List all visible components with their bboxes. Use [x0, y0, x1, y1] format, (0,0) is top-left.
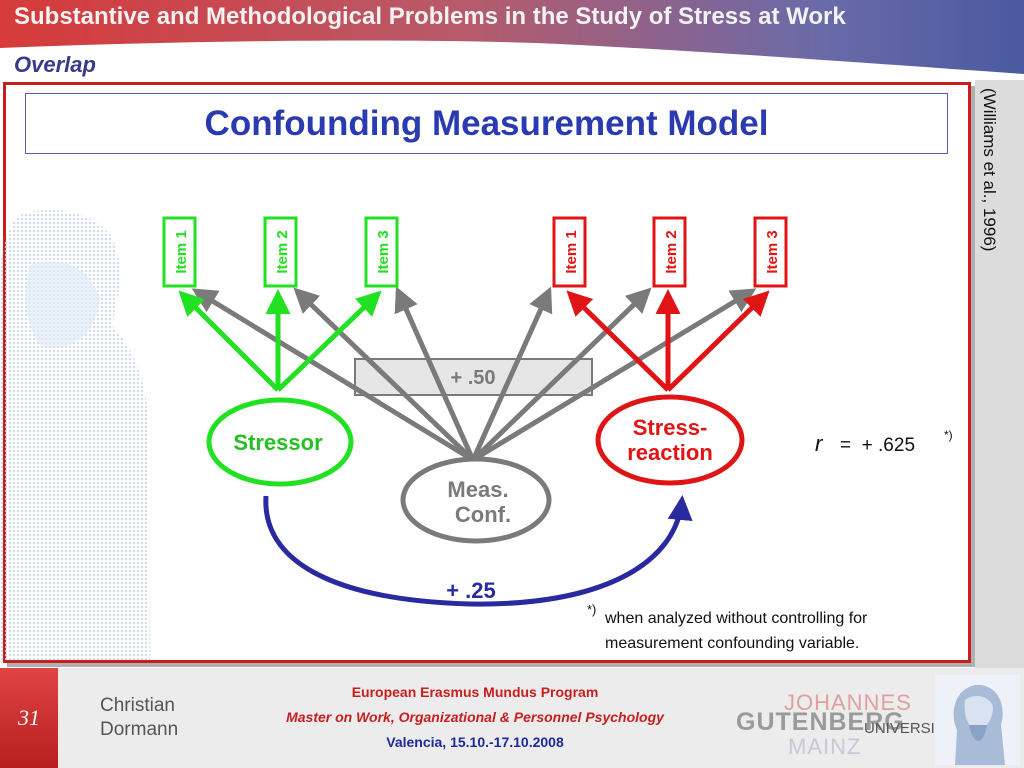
header-subtitle: Overlap	[14, 52, 96, 77]
stress-reaction-label-line2: reaction	[627, 440, 713, 465]
author-name: Christian Dormann	[100, 694, 178, 742]
side-band	[975, 80, 1024, 668]
path-coefficient-label: + .25	[446, 578, 496, 603]
stress-reaction-label-line1: Stress-	[633, 415, 708, 440]
stressor-item-2-label: Item 2	[274, 230, 291, 273]
reaction-items: Item 1 Item 2 Item 3	[552, 216, 788, 288]
correlation-footnote-mark: *)	[944, 428, 953, 442]
author-line1: Christian	[100, 695, 175, 716]
footnote-line1: when analyzed without controlling for	[605, 610, 868, 627]
stressor-item-1-box	[162, 216, 197, 288]
reaction-item-2-label: Item 2	[663, 230, 680, 273]
measurement-confound-label-line2: Conf.	[455, 502, 511, 527]
stressor-item-2-box	[263, 216, 298, 288]
stressor-arrow-item-1	[178, 290, 280, 392]
reaction-arrow-item-1	[566, 290, 670, 392]
reaction-arrows	[566, 289, 770, 392]
stressor-item-3-box	[364, 216, 399, 288]
confound-arrow-reaction-item-2	[471, 287, 652, 462]
correlation-value: = + .625	[840, 435, 915, 456]
stressor-arrow-item-3	[276, 290, 382, 392]
statue-background-image	[0, 210, 150, 660]
reaction-item-1-label: Item 1	[563, 230, 580, 273]
gutenberg-portrait-icon	[935, 675, 1020, 765]
stressor-node-label: Stressor	[233, 430, 323, 455]
reaction-item-3-label: Item 3	[764, 230, 781, 273]
reaction-item-3-box	[753, 216, 788, 288]
stress-reaction-node	[595, 394, 745, 486]
slide-header: Substantive and Methodological Problems …	[0, 0, 1024, 80]
reaction-item-1-box	[552, 216, 587, 288]
confound-arrow-stressor-item-2	[293, 287, 475, 462]
slide-title-box: Confounding Measurement Model	[25, 93, 948, 154]
confound-loading-label: + .50	[450, 367, 495, 389]
confound-arrows	[191, 286, 757, 463]
stressor-item-3-label: Item 3	[375, 230, 392, 273]
logo-line1: JOHANNES	[784, 690, 912, 715]
reaction-arrow-item-3	[666, 290, 770, 392]
university-logo: JOHANNES GUTENBERG UNIVERSITÄT MAINZ	[736, 690, 963, 760]
confound-arrow-reaction-item-1	[470, 286, 553, 462]
reaction-item-2-box	[652, 216, 687, 288]
logo-line2: GUTENBERG	[736, 708, 905, 736]
program-line1: European Erasmus Mundus Program	[351, 684, 599, 700]
page-number: 31	[0, 668, 58, 768]
confound-arrow-reaction-item-3	[471, 288, 757, 463]
stressor-items: Item 1 Item 2 Item 3	[162, 216, 399, 288]
slide-footer	[0, 668, 1024, 768]
program-line3: Valencia, 15.10.-17.10.2008	[386, 734, 564, 750]
correlation-symbol: r	[815, 431, 824, 456]
footnote-line2: measurement confounding variable.	[605, 635, 860, 652]
confound-arrow-stressor-item-3	[394, 286, 476, 462]
program-info: European Erasmus Mundus Program Master o…	[230, 680, 720, 755]
stressor-item-1-label: Item 1	[173, 230, 190, 273]
measurement-confound-label-line1: Meas.	[447, 477, 508, 502]
footnote-mark: *)	[587, 602, 597, 617]
confound-loading-box	[354, 358, 593, 396]
stressor-arrows	[178, 289, 382, 392]
logo-line4: MAINZ	[788, 734, 862, 759]
header-wave-decoration	[0, 40, 1024, 80]
confound-arrow-stressor-item-1	[191, 288, 475, 463]
header-title: Substantive and Methodological Problems …	[14, 3, 846, 30]
path-coefficient-arrow	[263, 495, 693, 607]
author-line2: Dormann	[100, 719, 179, 740]
slide-title: Confounding Measurement Model	[204, 103, 769, 143]
stressor-node	[206, 397, 354, 487]
measurement-confound-node	[400, 456, 552, 544]
program-line2: Master on Work, Organizational & Personn…	[286, 709, 664, 725]
